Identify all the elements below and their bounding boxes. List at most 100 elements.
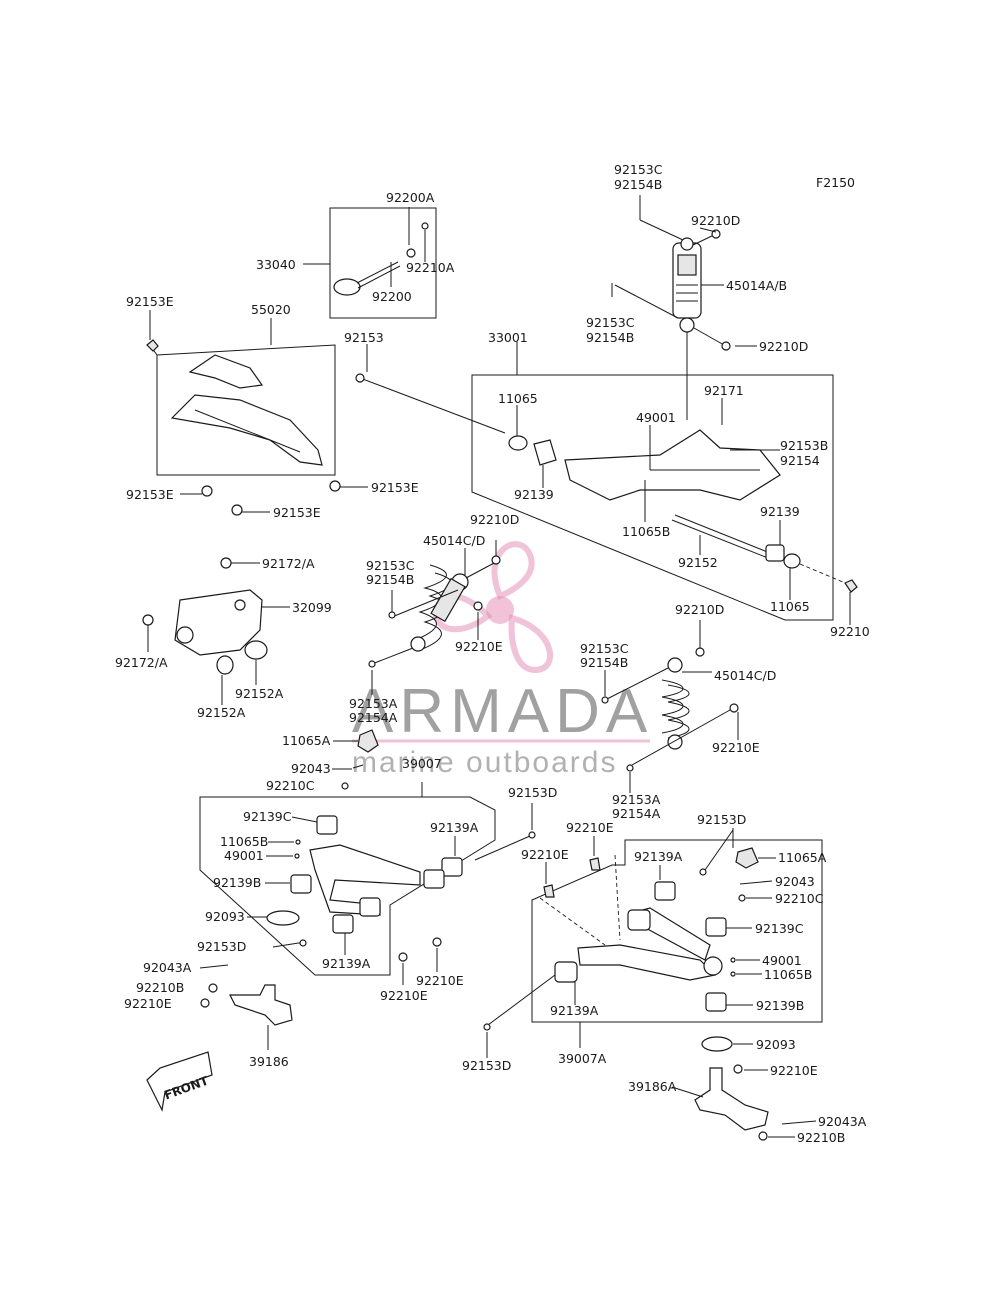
label-39186: 39186 <box>249 1054 289 1069</box>
knuckle-39186A <box>694 1067 769 1131</box>
label-32099: 32099 <box>292 600 332 615</box>
label-92139C: 92139C <box>243 809 292 824</box>
label-92152: 92152 <box>678 555 718 570</box>
label-92154A: 92154A <box>349 710 398 725</box>
label-92043A: 92043A <box>818 1114 867 1129</box>
label-92139A: 92139A <box>634 849 683 864</box>
box-33001 <box>471 374 834 621</box>
label-92154B: 92154B <box>580 655 628 670</box>
label-92139B: 92139B <box>756 998 804 1013</box>
label-92210E: 92210E <box>770 1063 818 1078</box>
label-92153C: 92153C <box>614 162 663 177</box>
label-92153E: 92153E <box>371 480 419 495</box>
front-shock-right <box>661 657 690 750</box>
label-92154B: 92154B <box>586 330 634 345</box>
figure-code: F2150 <box>816 175 855 190</box>
label-11065B: 11065B <box>220 834 268 849</box>
label-92210C: 92210C <box>775 891 824 906</box>
label-92210D: 92210D <box>691 213 740 228</box>
label-92172A: 92172/A <box>115 655 168 670</box>
label-92139A: 92139A <box>550 1003 599 1018</box>
label-45014CD: 45014C/D <box>714 668 776 683</box>
label-92043: 92043 <box>775 874 815 889</box>
label-92139: 92139 <box>514 487 554 502</box>
label-92210E: 92210E <box>521 847 569 862</box>
label-92139: 92139 <box>760 504 800 519</box>
label-11065B: 11065B <box>764 967 812 982</box>
label-92210D: 92210D <box>470 512 519 527</box>
label-11065A: 11065A <box>282 733 331 748</box>
label-45014AB: 45014A/B <box>726 278 787 293</box>
label-92043A: 92043A <box>143 960 192 975</box>
label-92210: 92210 <box>830 624 870 639</box>
label-92152A: 92152A <box>235 686 284 701</box>
watermark: ARMADA marine outboards <box>352 541 653 779</box>
label-92153: 92153 <box>344 330 384 345</box>
label-92139C: 92139C <box>755 921 804 936</box>
adjuster-33040 <box>333 222 429 296</box>
label-92210E: 92210E <box>712 740 760 755</box>
label-92153A: 92153A <box>612 792 661 807</box>
label-92210B: 92210B <box>797 1130 845 1145</box>
label-92154B: 92154B <box>366 572 414 587</box>
label-92210D: 92210D <box>759 339 808 354</box>
knuckle-39186 <box>229 984 293 1026</box>
rear-shock-45014AB <box>672 237 702 420</box>
label-39007A: 39007A <box>558 1051 607 1066</box>
label-92153D: 92153D <box>462 1058 511 1073</box>
label-92210E: 92210E <box>416 973 464 988</box>
label-92210D: 92210D <box>675 602 724 617</box>
box-39007A <box>531 839 823 1023</box>
label-11065A: 11065A <box>778 850 827 865</box>
label-11065: 11065 <box>498 391 538 406</box>
box-33040 <box>329 207 437 319</box>
label-92210C: 92210C <box>266 778 315 793</box>
label-92210E: 92210E <box>455 639 503 654</box>
label-55020: 55020 <box>251 302 291 317</box>
label-92153C: 92153C <box>366 558 415 573</box>
label-92153D: 92153D <box>197 939 246 954</box>
front-arrow-icon: FRONT <box>146 1051 213 1112</box>
label-92172A: 92172/A <box>262 556 315 571</box>
label-92153E: 92153E <box>126 294 174 309</box>
label-92210B: 92210B <box>136 980 184 995</box>
watermark-tagline: marine outboards <box>352 746 617 779</box>
label-92153C: 92153C <box>586 315 635 330</box>
label-92152A: 92152A <box>197 705 246 720</box>
label-92139A: 92139A <box>322 956 371 971</box>
front-shock-left <box>410 564 469 652</box>
label-92210E: 92210E <box>566 820 614 835</box>
label-49001: 49001 <box>224 848 264 863</box>
label-45014CD: 45014C/D <box>423 533 485 548</box>
a-arm-39007 <box>290 815 463 934</box>
label-92093: 92093 <box>205 909 245 924</box>
label-92171: 92171 <box>704 383 744 398</box>
swingarm-33001 <box>355 373 858 593</box>
label-92153E: 92153E <box>126 487 174 502</box>
label-92210A: 92210A <box>406 260 455 275</box>
label-92139B: 92139B <box>213 875 261 890</box>
watermark-brand: ARMADA <box>352 677 653 746</box>
label-33001: 33001 <box>488 330 528 345</box>
label-92154B: 92154B <box>614 177 662 192</box>
a-arm-39007A <box>554 881 727 1012</box>
label-92043: 92043 <box>291 761 331 776</box>
label-92154: 92154 <box>780 453 820 468</box>
label-92200: 92200 <box>372 289 412 304</box>
label-92139A: 92139A <box>430 820 479 835</box>
label-92153E: 92153E <box>273 505 321 520</box>
label-39186A: 39186A <box>628 1079 677 1094</box>
part-labels: 92153C 92154B 92210D 45014A/B 92153C 921… <box>115 162 870 1145</box>
label-11065: 11065 <box>770 599 810 614</box>
bracket-32099 <box>174 589 263 656</box>
label-33040: 33040 <box>256 257 296 272</box>
label-92153D: 92153D <box>508 785 557 800</box>
label-92153C: 92153C <box>580 641 629 656</box>
label-39007: 39007 <box>402 756 442 771</box>
label-92153D: 92153D <box>697 812 746 827</box>
label-92154A: 92154A <box>612 806 661 821</box>
guard-55020 <box>170 354 323 466</box>
label-11065B: 11065B <box>622 524 670 539</box>
box-55020 <box>156 344 336 476</box>
label-92210E: 92210E <box>380 988 428 1003</box>
